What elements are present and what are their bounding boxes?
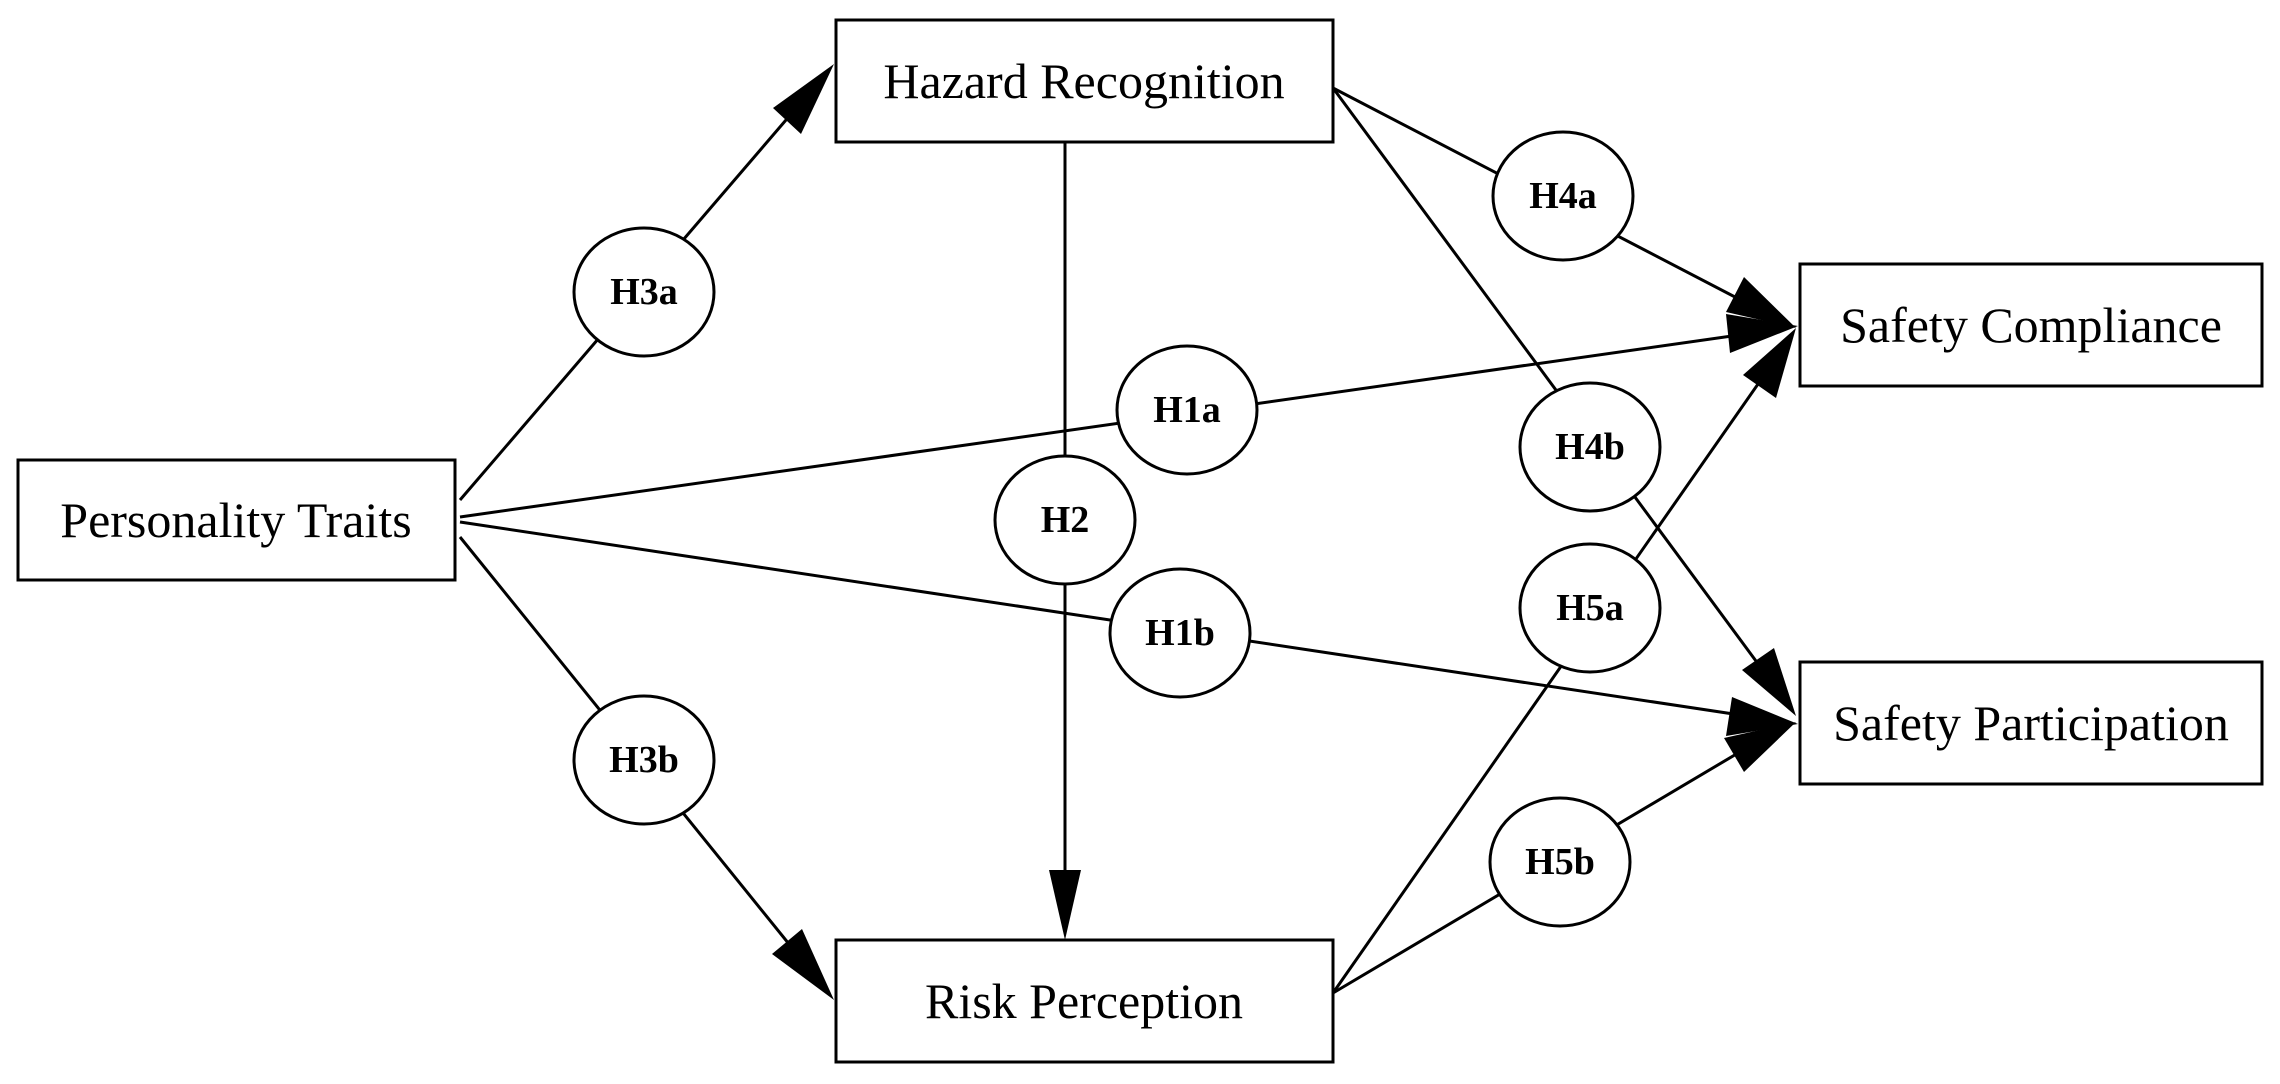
hypothesis-circles: H3a H1a H2 H1b H3b H4a H4b H5a: [572, 130, 1662, 928]
node-hazard-recognition: Hazard Recognition: [834, 18, 1335, 144]
hypothesis-h4b: H4b: [1518, 381, 1662, 513]
hypothesis-h4a-label: H4a: [1529, 175, 1597, 217]
arrow-h3a: [773, 64, 834, 134]
node-hazard-recognition-label: Hazard Recognition: [883, 53, 1284, 109]
hypothesis-h5a-label: H5a: [1556, 587, 1624, 629]
hypothesis-h5a: H5a: [1518, 542, 1662, 674]
hypothesis-h3b-label: H3b: [609, 739, 679, 781]
edge-h5a: [1331, 363, 1774, 994]
hypothesis-h3b: H3b: [572, 694, 716, 826]
arrow-h5a: [1743, 328, 1796, 398]
node-risk-perception-label: Risk Perception: [925, 973, 1243, 1029]
hypothesis-h1a: H1a: [1115, 344, 1259, 476]
arrow-h4a: [1726, 277, 1796, 328]
arrow-h4b: [1742, 648, 1796, 716]
construct-boxes: Hazard Recognition Personality Traits Ri…: [16, 18, 2264, 1064]
arrow-h5b: [1724, 722, 1796, 772]
hypothesis-h1b: H1b: [1108, 567, 1252, 699]
hypothesis-h4a: H4a: [1491, 130, 1635, 262]
node-safety-compliance: Safety Compliance: [1798, 262, 2264, 388]
hypothesis-h5b: H5b: [1488, 796, 1632, 928]
node-safety-participation-label: Safety Participation: [1833, 695, 2229, 751]
node-personality-traits-label: Personality Traits: [60, 492, 411, 548]
hypothesis-h2-label: H2: [1041, 499, 1090, 541]
node-risk-perception: Risk Perception: [834, 938, 1335, 1064]
hypothesis-h1b-label: H1b: [1145, 612, 1215, 654]
hypothesis-h4b-label: H4b: [1555, 426, 1625, 468]
node-safety-participation: Safety Participation: [1798, 660, 2264, 786]
hypothesis-h2: H2: [993, 454, 1137, 586]
arrow-h2: [1049, 870, 1081, 940]
node-personality-traits: Personality Traits: [16, 458, 457, 582]
edge-h4b: [1331, 87, 1772, 681]
hypothesis-h3a: H3a: [572, 226, 716, 358]
arrow-h3b: [772, 929, 834, 1000]
hypothesis-h1a-label: H1a: [1153, 389, 1221, 431]
hypothesis-h3a-label: H3a: [610, 271, 678, 313]
hypothesis-h5b-label: H5b: [1525, 841, 1595, 883]
edge-h1a: [459, 330, 1761, 519]
node-safety-compliance-label: Safety Compliance: [1840, 297, 2222, 353]
